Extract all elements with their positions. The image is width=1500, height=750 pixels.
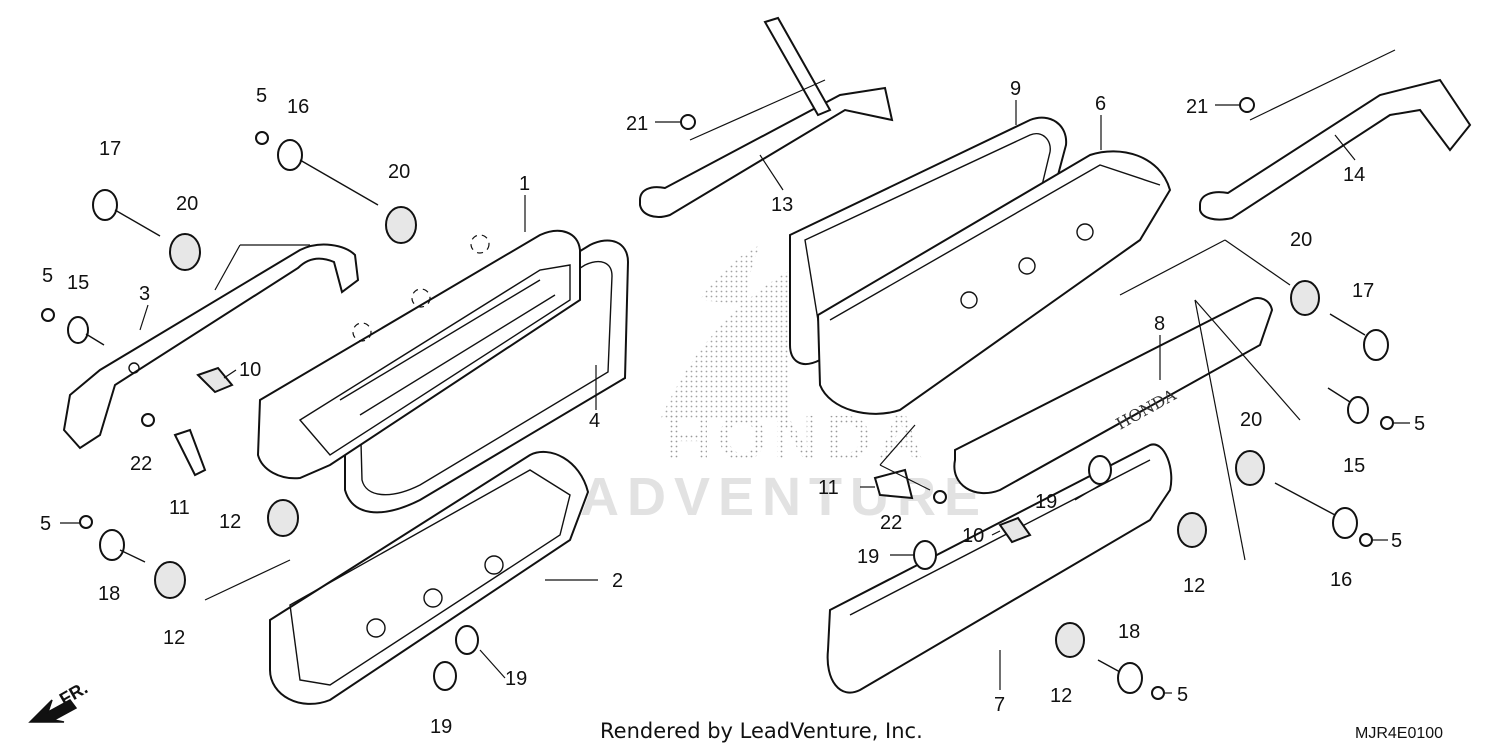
callout-14: 14 [1343, 164, 1365, 186]
callout-19d: 19 [857, 546, 879, 568]
part-19-collar-2 [433, 661, 457, 691]
part-20-grommet-3 [1290, 280, 1320, 316]
part-18-bolt-right [1097, 659, 1143, 694]
callout-21a: 21 [626, 113, 648, 135]
part-20-grommet-1 [169, 233, 201, 271]
callout-20c: 20 [1290, 229, 1312, 251]
callout-12a: 12 [219, 511, 241, 533]
diagram-code: MJR4E0100 [1355, 725, 1443, 742]
callout-22b: 22 [880, 512, 902, 534]
part-20-grommet-4 [1235, 450, 1265, 486]
callout-12d: 12 [1050, 685, 1072, 707]
part-12-grommet-2 [154, 561, 186, 599]
callout-3: 3 [139, 283, 150, 305]
part-11-bracket-left [173, 428, 207, 477]
callout-1: 1 [519, 173, 530, 195]
part-19-collar-1 [455, 625, 479, 655]
part-13-stay [639, 16, 894, 218]
callout-20a: 20 [176, 193, 198, 215]
callout-12b: 12 [163, 627, 185, 649]
part-10-clip-right [998, 516, 1032, 544]
callout-5b: 5 [42, 265, 53, 287]
part-5-nut-5 [1359, 533, 1373, 547]
callout-15a: 15 [67, 272, 89, 294]
part-6-cover [816, 150, 1172, 415]
honda-wing-logo [660, 245, 830, 420]
callout-11b: 11 [818, 477, 839, 499]
callouts: 1 2 3 4 5 5 5 5 5 5 6 7 8 9 10 10 11 11 … [40, 78, 1425, 738]
part-22-bolt-left [141, 413, 155, 427]
part-15-bolt-right [1327, 387, 1369, 424]
part-14-stay [1199, 78, 1472, 221]
callout-7: 7 [994, 694, 1005, 716]
part-7-lower-cover [826, 443, 1173, 694]
callout-5e: 5 [1391, 530, 1402, 552]
callout-4: 4 [589, 410, 600, 432]
callout-19b: 19 [430, 716, 452, 738]
part-12-grommet-4 [1055, 622, 1085, 658]
callout-13: 13 [771, 194, 793, 216]
part-12-grommet-3 [1177, 512, 1207, 548]
callout-17a: 17 [99, 138, 121, 160]
part-15-bolt-left [67, 316, 105, 346]
part-17-bolt-right [1329, 313, 1389, 361]
part-5-nut-4 [1380, 416, 1394, 430]
part-5-nut-3 [79, 515, 93, 529]
callout-11a: 11 [169, 497, 190, 519]
callout-5c: 5 [40, 513, 51, 535]
callout-18a: 18 [98, 583, 120, 605]
part-22-bolt-right [933, 490, 947, 504]
callout-5f: 5 [1177, 684, 1188, 706]
part-19-collar-4 [913, 540, 937, 570]
part-16-bolt-right [1274, 482, 1358, 539]
part-18-bolt-left [99, 529, 146, 563]
part-1-cover [256, 230, 581, 480]
part-20-grommet-2 [385, 206, 417, 244]
footer-rendered-by: Rendered by LeadVenture, Inc. [600, 719, 923, 743]
part-12-grommet-1 [267, 499, 299, 537]
part-21-bolt-1 [680, 114, 696, 130]
callout-10b: 10 [962, 525, 984, 547]
callout-16b: 16 [1330, 569, 1352, 591]
callout-10a: 10 [239, 359, 261, 381]
callout-12c: 12 [1183, 575, 1205, 597]
callout-5a: 5 [256, 85, 267, 107]
callout-8: 8 [1154, 313, 1165, 335]
callout-18b: 18 [1118, 621, 1140, 643]
part-5-nut-6 [1151, 686, 1165, 700]
callout-21b: 21 [1186, 96, 1208, 118]
callout-2: 2 [612, 570, 623, 592]
leader-lines [60, 49, 1410, 694]
part-3-strap [62, 243, 360, 450]
callout-20d: 20 [1240, 409, 1262, 431]
callout-17b: 17 [1352, 280, 1374, 302]
part-21-bolt-2 [1239, 97, 1255, 113]
front-direction-arrow: FR. [28, 678, 91, 723]
callout-22a: 22 [130, 453, 152, 475]
callout-5d: 5 [1414, 413, 1425, 435]
callout-19a: 19 [505, 668, 527, 690]
callout-19c: 19 [1035, 491, 1057, 513]
callout-15b: 15 [1343, 455, 1365, 477]
part-16-bolt-left [277, 139, 379, 206]
part-2-lower-cover [269, 450, 590, 705]
part-17-bolt-left [92, 189, 161, 237]
callout-9: 9 [1010, 78, 1021, 100]
callout-6: 6 [1095, 93, 1106, 115]
part-10-clip-left [196, 366, 234, 394]
callout-20b: 20 [388, 161, 410, 183]
part-5-nut-2 [41, 308, 55, 322]
part-5-nut-1 [255, 131, 269, 145]
part-19-collar-3 [1088, 455, 1112, 485]
callout-16a: 16 [287, 96, 309, 118]
